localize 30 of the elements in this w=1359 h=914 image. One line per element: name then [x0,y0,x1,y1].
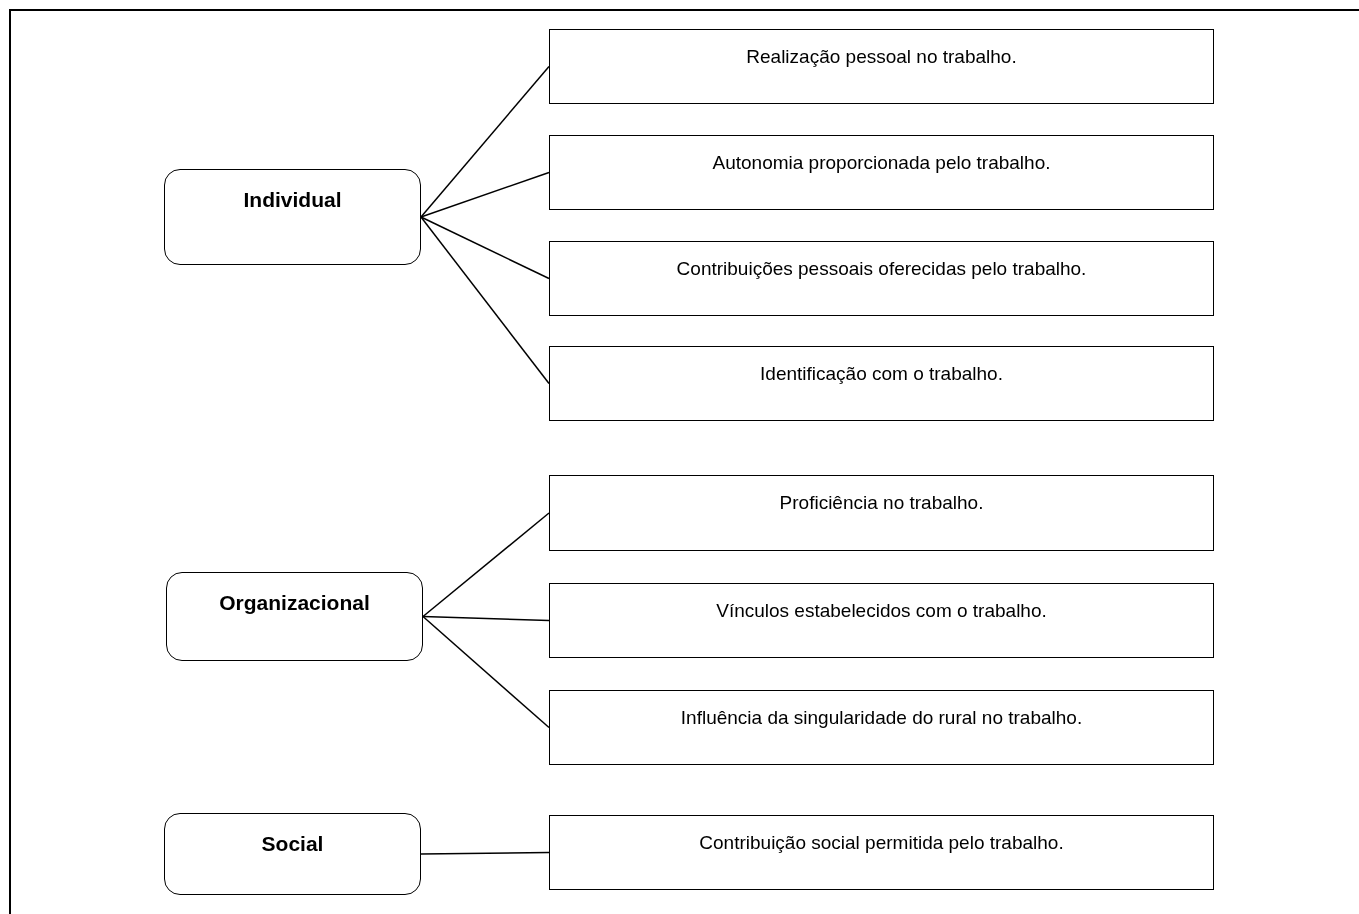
item-label: Vínculos estabelecidos com o trabalho. [716,600,1047,622]
item-label: Identificação com o trabalho. [760,363,1003,385]
connector-line [422,615,550,622]
item-box [549,815,1214,890]
item-box [549,475,1214,551]
category-label: Social [261,832,324,856]
item-box [549,29,1214,104]
connector-line [422,512,550,618]
connector-line [420,216,550,280]
item-label: Influência da singularidade do rural no trabalho. [680,707,1083,729]
item-label: Contribuições pessoais oferecidas pelo trabalho. [676,258,1087,280]
connector-line [420,851,550,855]
category-box [164,169,421,265]
item-box [549,583,1214,658]
category-label: Individual [243,188,342,212]
item-label: Proficiência no trabalho. [779,492,984,514]
item-label: Autonomia proporcionada pelo trabalho. [712,152,1051,174]
item-box [549,346,1214,421]
connector-line [420,65,550,218]
item-label: Contribuição social permitida pelo trabalho. [699,832,1064,854]
item-label: Realização pessoal no trabalho. [746,46,1017,68]
category-label: Organizacional [219,591,370,615]
connector-line [420,171,550,218]
category-box [166,572,423,661]
item-box [549,241,1214,316]
connector-line [422,615,550,729]
connector-line [420,216,550,385]
item-box [549,690,1214,765]
item-box [549,135,1214,210]
category-box [164,813,421,895]
